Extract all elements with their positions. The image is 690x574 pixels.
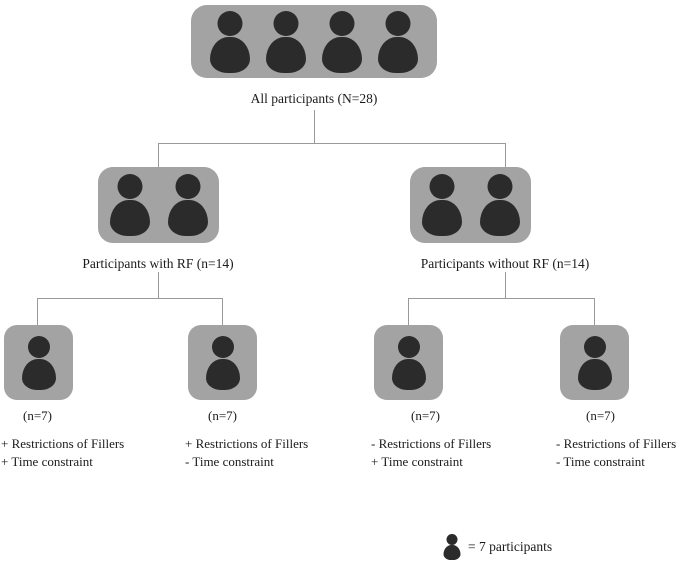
- connector-level2-bar: [158, 143, 506, 144]
- leaf-box-1: [4, 325, 73, 400]
- root-label: All participants (N=28): [250, 91, 378, 106]
- leaf-detail-2: + Restrictions of Fillers - Time constra…: [185, 435, 308, 470]
- person-icon: [576, 335, 614, 390]
- connector-left-bar: [37, 298, 223, 299]
- connector-leaf3-drop: [408, 298, 409, 325]
- person-icon: [207, 10, 253, 73]
- person-icon: [204, 335, 242, 390]
- leaf-count-1: (n=7): [23, 408, 52, 423]
- legend: = 7 participants: [443, 534, 552, 560]
- leaf-box-3: [374, 325, 443, 400]
- label-without-rf: Participants without RF (n=14): [420, 256, 590, 271]
- person-icon: [478, 174, 522, 236]
- connector-left-stem: [158, 272, 159, 298]
- person-icon: [390, 335, 428, 390]
- leaf-detail-2-line1: + Restrictions of Fillers: [185, 436, 309, 451]
- legend-label: = 7 participants: [468, 539, 553, 554]
- leaf-detail-1-line2: + Time constraint: [1, 453, 93, 469]
- leaf-detail-1: + Restrictions of Fillers + Time constra…: [1, 435, 124, 470]
- person-icon: [166, 174, 210, 236]
- connector-leaf4-drop: [594, 298, 595, 325]
- leaf-detail-3-line2: + Time constraint: [371, 453, 463, 469]
- connector-level2-right-drop: [505, 143, 506, 168]
- connector-leaf2-drop: [222, 298, 223, 325]
- leaf-detail-1-line1: + Restrictions of Fillers: [1, 436, 125, 451]
- leaf-detail-3-line1: - Restrictions of Fillers: [371, 436, 492, 451]
- leaf-detail-4: - Restrictions of Fillers - Time constra…: [556, 435, 676, 470]
- group-box-without-rf: [410, 167, 531, 243]
- connector-level2-left-drop: [158, 143, 159, 168]
- person-icon: [375, 10, 421, 73]
- person-icon: [20, 335, 58, 390]
- label-with-rf: Participants with RF (n=14): [82, 256, 234, 271]
- connector-right-bar: [408, 298, 594, 299]
- leaf-detail-3: - Restrictions of Fillers + Time constra…: [371, 435, 491, 470]
- connector-right-stem: [505, 272, 506, 298]
- leaf-detail-4-line1: - Restrictions of Fillers: [556, 436, 677, 451]
- leaf-count-3: (n=7): [411, 408, 440, 423]
- leaf-count-2: (n=7): [208, 408, 237, 423]
- person-icon: [263, 10, 309, 73]
- person-icon: [108, 174, 152, 236]
- root-participant-box: [191, 5, 437, 78]
- connector-root-stem: [314, 110, 315, 143]
- leaf-box-2: [188, 325, 257, 400]
- leaf-detail-2-line2: - Time constraint: [185, 453, 274, 469]
- leaf-count-4: (n=7): [586, 408, 615, 423]
- group-box-with-rf: [98, 167, 219, 243]
- leaf-box-4: [560, 325, 629, 400]
- person-icon: [443, 534, 461, 560]
- connector-leaf1-drop: [37, 298, 38, 325]
- leaf-detail-4-line2: - Time constraint: [556, 453, 645, 469]
- person-icon: [319, 10, 365, 73]
- person-icon: [420, 174, 464, 236]
